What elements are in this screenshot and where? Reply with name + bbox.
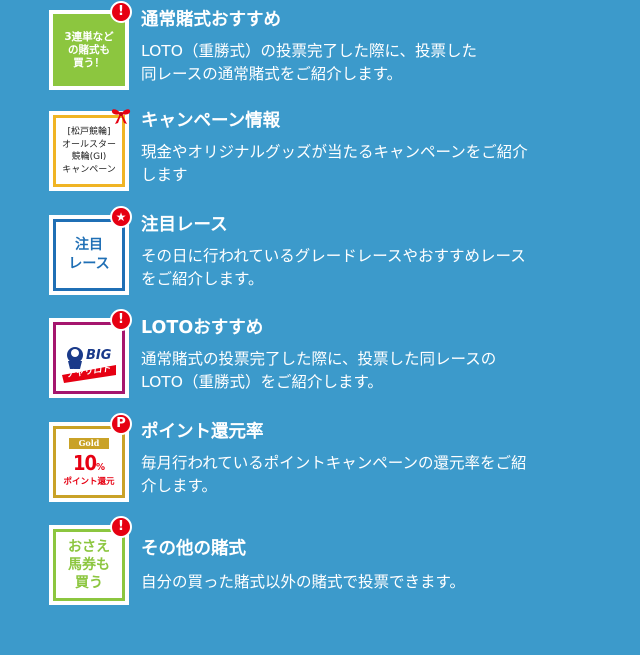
thumbnail-campaign-inner: [松戸競輪] オールスター 競輪(GⅠ) キャンペーン [53,115,125,187]
thumbnail-text: 馬券も [68,557,110,573]
list-item-campaign[interactable]: [松戸競輪] オールスター 競輪(GⅠ) キャンペーン キャンペーン情報 現金や… [49,109,609,193]
p-badge-icon: P [110,413,132,435]
item-description-line: 現金やオリジナルグッズが当たるキャンペーンをご紹介 [141,143,528,161]
thumbnail-campaign: [松戸競輪] オールスター 競輪(GⅠ) キャンペーン [49,111,129,191]
item-title: その他の賭式 [141,539,246,559]
thumbnail-text: 競輪(GⅠ) [71,152,107,162]
logo-big-text: BIG [86,348,112,363]
exclamation-badge-icon: ! [110,516,132,538]
item-description: 通常賭式の投票完了した際に、投票した同レースの LOTO（重勝式）をご紹介します… [141,348,581,394]
thumbnail-loto-inner: BIG チャリロト [53,322,125,394]
item-description: LOTO（重勝式）の投票完了した際に、投票した 同レースの通常賭式をご紹介します… [141,40,581,86]
item-description: 毎月行われているポイントキャンペーンの還元率をご紹 介します。 [141,452,581,498]
thumbnail-text: 買う [75,575,103,591]
thumbnail-text: おさえ [68,539,110,555]
item-description: その日に行われているグレードレースやおすすめレース をご紹介します。 [141,245,581,291]
thumbnail-featured-race: 注目 レース [49,215,129,295]
point-rate-number: 10 [72,451,97,475]
item-description-line: 自分の買った賭式以外の賭式で投票できます。 [141,573,465,591]
item-description-line: 通常賭式の投票完了した際に、投票した同レースの [141,350,497,368]
list-item-loto[interactable]: BIG チャリロト ! LOTOおすすめ 通常賭式の投票完了した際に、投票した同… [49,309,609,400]
point-rate-unit: % [96,462,106,473]
thumbnail-text: オールスター [61,139,116,150]
item-title: ポイント還元率 [141,422,264,442]
big-chariloto-logo-icon [62,347,116,383]
list-item-other-bets[interactable]: おさえ 馬券も 買う ! その他の賭式 自分の買った賭式以外の賭式で投票できます… [49,516,609,607]
thumbnail-featured-race-inner: 注目 レース [53,219,125,291]
item-description: 現金やオリジナルグッズが当たるキャンペーンをご紹介 します [141,141,581,187]
point-rate-label: ポイント還元 [63,477,115,487]
thumbnail-point-rate-inner: Gold 10% ポイント還元 [53,426,125,498]
item-description-line: その日に行われているグレードレースやおすすめレース [141,247,526,265]
item-title: 通常賭式おすすめ [141,10,281,30]
gold-label: Gold [69,438,109,449]
ribbon-icon [111,109,131,124]
thumbnail-other-bets-inner: おさえ 馬券も 買う [53,529,125,601]
thumbnail-text: [松戸競輪] [67,127,111,137]
thumbnail-text: 買う！ [73,56,105,69]
point-rate-value: 10% [56,451,122,480]
thumbnail-other-bets: おさえ 馬券も 買う [49,525,129,605]
thumbnail-text: 3連単など [64,30,114,43]
thumbnail-loto: BIG チャリロト [49,318,129,398]
item-title: 注目レース [141,215,228,235]
item-description-line: します [141,166,188,184]
item-description-line: LOTO（重勝式）をご紹介します。 [141,373,383,391]
exclamation-badge-icon: ! [110,309,132,331]
thumbnail-text: キャンペーン [62,164,116,175]
item-title: LOTOおすすめ [141,318,264,338]
item-description-line: 同レースの通常賭式をご紹介します。 [141,65,403,83]
thumbnail-text: 注目 [75,237,103,253]
list-item-point-rate[interactable]: Gold 10% ポイント還元 P ポイント還元率 毎月行われているポイントキャ… [49,413,609,504]
exclamation-badge-icon: ! [110,1,132,23]
thumbnail-text: の賭式も [68,43,110,56]
thumbnail-text: レース [68,256,110,272]
list-item-featured-race[interactable]: 注目 レース ★ 注目レース その日に行われているグレードレースやおすすめレース… [49,206,609,297]
thumbnail-point-rate: Gold 10% ポイント還元 [49,422,129,502]
item-description: 自分の買った賭式以外の賭式で投票できます。 [141,571,581,594]
item-description-line: 介します。 [141,477,217,495]
star-badge-icon: ★ [110,206,132,228]
item-title: キャンペーン情報 [141,111,281,131]
thumbnail-normal-bet: 3連単など の賭式も 買う！ [49,10,129,90]
item-description-line: 毎月行われているポイントキャンペーンの還元率をご紹 [141,454,527,472]
item-description-line: をご紹介します。 [141,270,264,288]
thumbnail-normal-bet-inner: 3連単など の賭式も 買う！ [53,14,125,86]
item-description-line: LOTO（重勝式）の投票完了した際に、投票した [141,42,477,60]
list-item-normal-bet[interactable]: 3連単など の賭式も 買う！ ! 通常賭式おすすめ LOTO（重勝式）の投票完了… [49,1,609,92]
